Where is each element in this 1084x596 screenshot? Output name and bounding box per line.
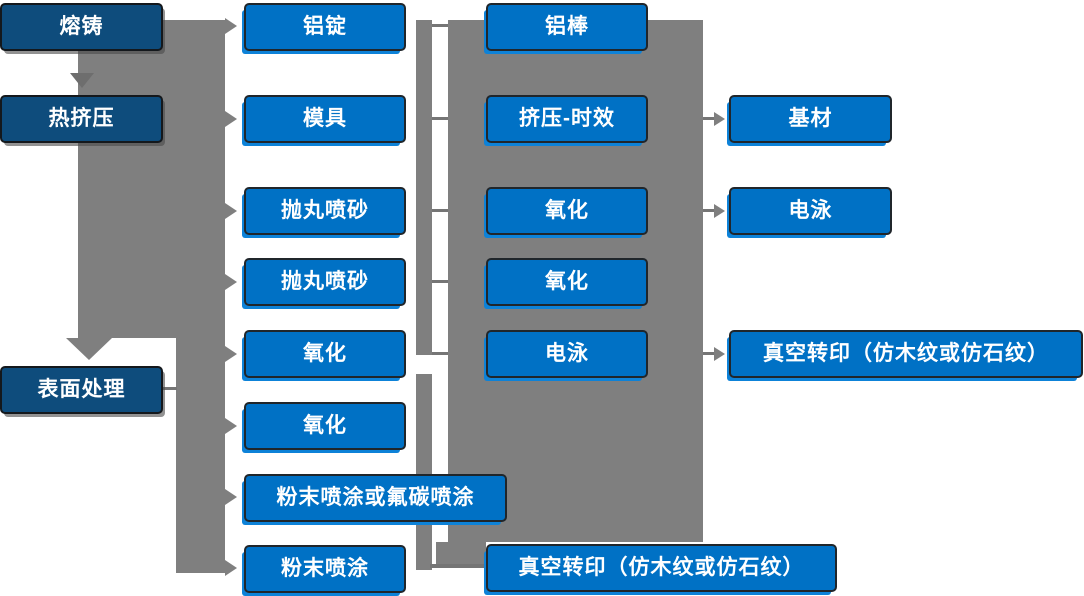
node-powder-or-fluorocarbon: 粉末喷涂或氟碳喷涂 [244,474,507,522]
node-melting: 熔铸 [0,3,163,51]
flow-band-left-lower [176,338,225,573]
arrow-right-icon [225,346,237,362]
flow-band-left-upper [78,20,225,338]
node-oxidation-c3-1: 氧化 [486,187,648,235]
node-extrusion-aging: 挤压-时效 [486,95,648,143]
connector-line [432,117,448,120]
node-electrophoresis-c3: 电泳 [486,330,648,378]
node-oxidation-c2-1: 氧化 [244,330,406,378]
connector-line [432,352,448,355]
node-oxidation-c3-2: 氧化 [486,258,648,306]
arrow-down-icon [70,73,94,88]
node-oxidation-c2-2: 氧化 [244,402,406,450]
flow-block-center-tab [436,542,486,566]
arrow-right-icon [225,274,237,290]
node-shot-blasting-2: 抛丸喷砂 [244,258,406,306]
arrow-right-icon [225,203,237,219]
arrow-right-icon [225,418,237,434]
node-powder-coating: 粉末喷涂 [244,545,406,593]
node-aluminum-rod: 铝棒 [486,3,648,51]
flow-band-mid-upper [416,20,432,355]
node-vacuum-transfer-right: 真空转印（仿木纹或仿石纹） [729,330,1083,378]
arrow-right-icon [714,112,725,126]
arrow-down-icon [66,338,112,360]
connector-line [703,352,715,355]
connector-line [430,564,486,568]
arrow-right-icon [225,560,237,576]
arrow-right-icon [714,204,725,218]
connector-line [432,209,448,212]
connector-line [432,280,448,283]
node-shot-blasting-1: 抛丸喷砂 [244,187,406,235]
flow-band-mid-lower [416,374,432,570]
connector-line [703,209,715,212]
node-surface-treatment: 表面处理 [0,366,163,414]
connector-line [162,387,177,390]
node-hot-extrusion: 热挤压 [0,95,163,143]
node-base-material: 基材 [729,95,892,143]
connector-line [432,24,448,27]
node-electrophoresis-c4: 电泳 [729,187,892,235]
node-mold: 模具 [244,95,406,143]
arrow-right-icon [714,347,725,361]
connector-line [703,117,715,120]
node-vacuum-transfer-bottom: 真空转印（仿木纹或仿石纹） [486,544,837,592]
arrow-right-icon [225,18,237,34]
node-aluminum-ingot: 铝锭 [244,3,406,51]
arrow-right-icon [225,111,237,127]
arrow-right-icon [225,489,237,505]
